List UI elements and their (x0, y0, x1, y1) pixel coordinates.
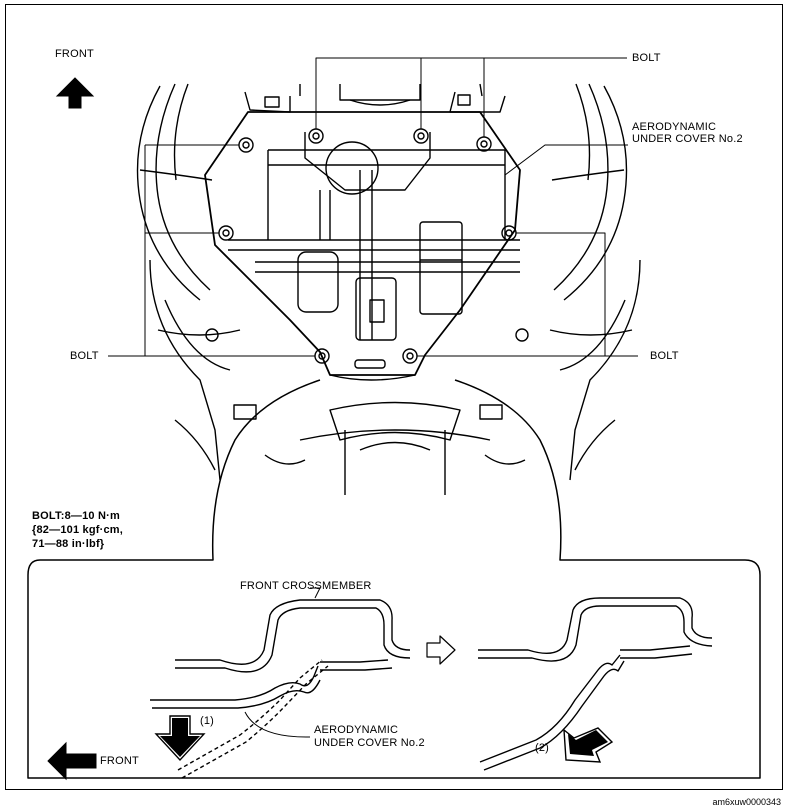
front-arrow-left-icon (47, 741, 97, 781)
aero-under-cover-plate (204, 111, 521, 381)
step1-label: (1) (200, 715, 215, 727)
detail-cover-label-line2: UNDER COVER No.2 (314, 737, 425, 749)
front-arrow-up-icon (55, 77, 95, 109)
vehicle-underbody-outline (136, 83, 641, 495)
bolt-label-top: BOLT (632, 52, 661, 64)
front-crossmember-label: FRONT CROSSMEMBER (240, 580, 372, 592)
transition-arrow (426, 635, 456, 665)
aero-cover-label-line1: AERODYNAMIC (632, 121, 717, 133)
leader-lines (108, 57, 638, 357)
step2-label: (2) (535, 742, 550, 754)
front-label-top: FRONT (55, 48, 94, 60)
detail-after-installation (478, 597, 713, 771)
torque-spec-line1: BOLT:8—10 N·m (32, 510, 120, 522)
torque-spec-line2: {82—101 kgf·cm, (32, 524, 124, 536)
figure-frame (5, 4, 783, 790)
front-label-bottom: FRONT (100, 755, 139, 767)
bolt-label-left: BOLT (70, 350, 99, 362)
bolt-circles (218, 128, 517, 364)
detail-before-installation (150, 587, 411, 779)
detail-cover-label-line1: AERODYNAMIC (314, 724, 399, 736)
detail-callout-outline (27, 379, 761, 779)
torque-spec-line3: 71—88 in·lbf} (32, 538, 105, 550)
figure-reference-code: am6xuw0000343 (712, 797, 781, 807)
aero-cover-label-line2: UNDER COVER No.2 (632, 133, 743, 145)
bolt-label-right: BOLT (650, 350, 679, 362)
